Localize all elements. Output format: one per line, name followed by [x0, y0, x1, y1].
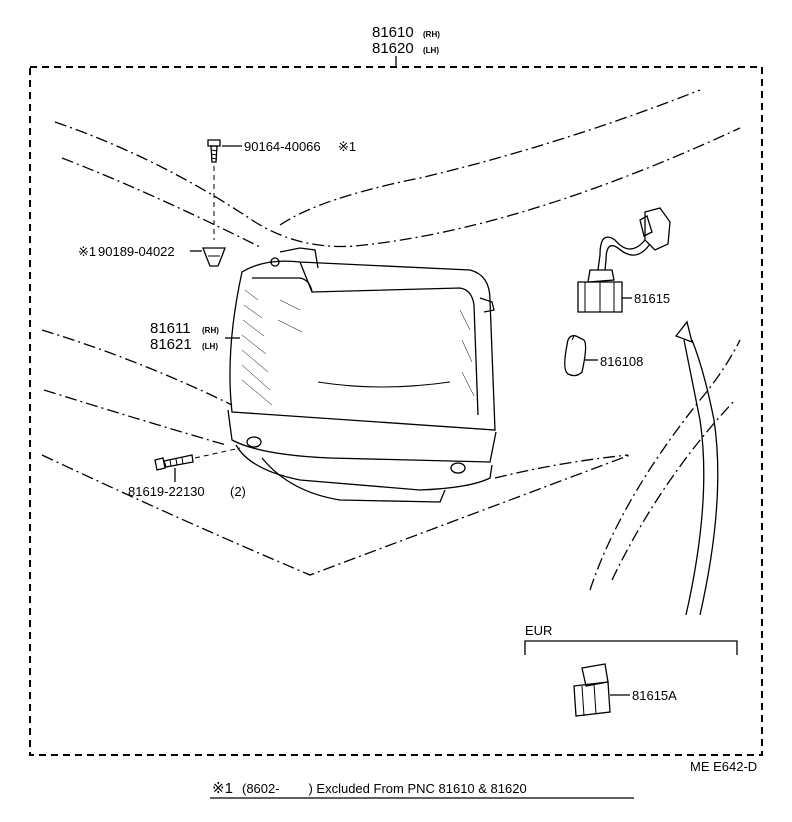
- bolt-quantity: (2): [230, 484, 246, 499]
- assembly-part-lh: 81620: [372, 40, 414, 57]
- assembly-rh-suffix: (RH): [423, 30, 440, 39]
- eur-bracket: [524, 640, 738, 655]
- lens-part-rh: 81611: [150, 320, 191, 337]
- assembly-lh-suffix: (LH): [423, 46, 439, 55]
- clip-note-mark: ※1: [78, 244, 96, 259]
- socket-part-number: 81615: [634, 291, 670, 306]
- footnote-text: (8602- ) Excluded From PNC 81610 & 81620: [242, 781, 527, 796]
- clip-part: [190, 247, 226, 267]
- eur-label: EUR: [525, 623, 552, 638]
- lens-part-lh: 81621: [150, 336, 192, 353]
- clip-part-number: 90189-04022: [98, 244, 175, 259]
- bulb-part-number: 816108: [600, 354, 643, 369]
- assembly-part-rh: 81610: [372, 24, 414, 41]
- insertion-arrow: [674, 320, 719, 616]
- screw-note-mark: ※1: [338, 139, 356, 154]
- screw-part-number: 90164-40066: [244, 139, 321, 154]
- bolt-part: [154, 447, 241, 482]
- socket-part: [577, 207, 671, 313]
- footnote-mark: ※1: [212, 780, 233, 797]
- lens-lh-suffix: (LH): [202, 342, 218, 351]
- side-turn-lamp: [225, 247, 497, 503]
- eur-socket-part-number: 81615A: [632, 688, 677, 703]
- screw-part: [207, 139, 242, 240]
- bulb-part: [564, 335, 598, 377]
- diagram-code: ME E642-D: [690, 759, 757, 774]
- lens-rh-suffix: (RH): [202, 326, 219, 335]
- bolt-part-number: 81619-22130: [128, 484, 205, 499]
- vehicle-body-contours: [41, 89, 741, 591]
- eur-socket-part: [573, 663, 630, 717]
- assembly-boundary: [29, 66, 763, 756]
